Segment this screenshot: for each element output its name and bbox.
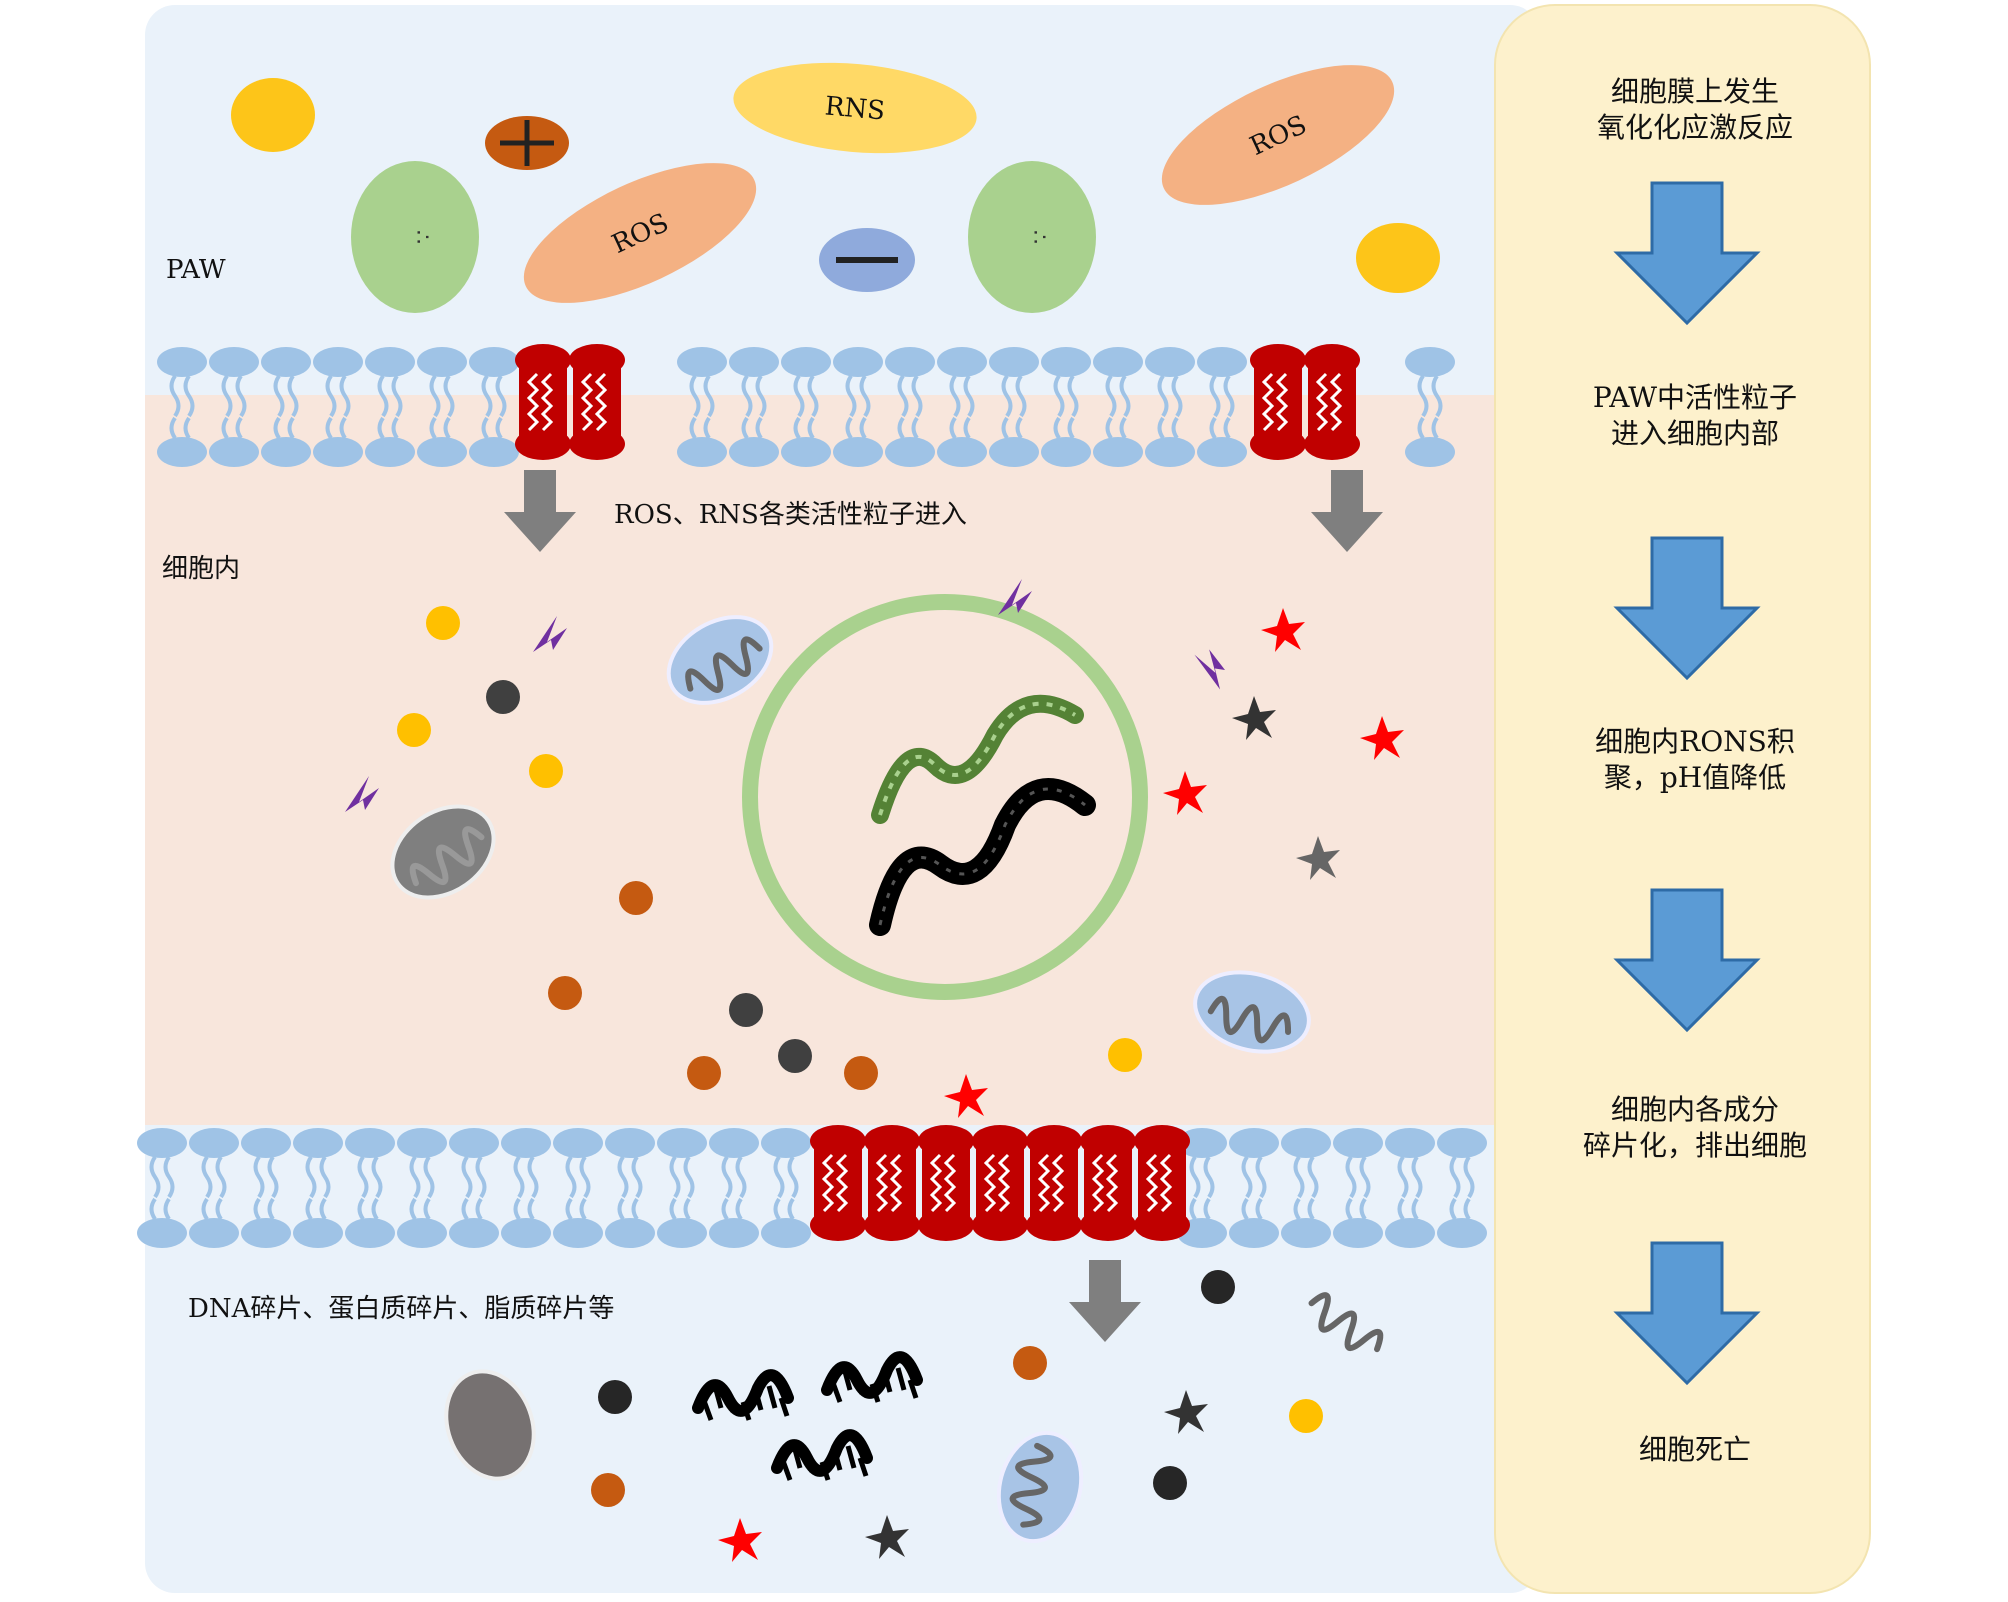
membrane-channel <box>513 342 573 462</box>
membrane-channel <box>1078 1123 1138 1243</box>
membrane-channel <box>1132 1123 1192 1243</box>
green-particle <box>968 161 1096 313</box>
step-1: 细胞膜上发生 氧化化应激反应 <box>1596 75 1793 144</box>
side-panel <box>1494 4 1871 1594</box>
fragments-label: DNA碎片、蛋白质碎片、脂质碎片等 <box>188 1294 615 1324</box>
intracellular-label: 细胞内 <box>162 554 241 584</box>
black-dna-strand <box>869 778 1096 936</box>
debris-mitochondrion <box>996 1430 1084 1544</box>
mitochondrion <box>666 615 774 705</box>
nucleus <box>742 594 1148 1000</box>
debris-mitochondrion <box>444 1369 536 1481</box>
membrane-channel <box>1248 342 1308 462</box>
entry-label: ROS、RNS各类活性粒子进入 <box>614 500 967 530</box>
step-5: 细胞死亡 <box>1638 1433 1751 1466</box>
membrane-channel <box>1302 342 1362 462</box>
membrane-channel <box>970 1123 1030 1243</box>
rns-label: RNS <box>824 91 887 126</box>
extracellular-dots <box>591 1270 1323 1507</box>
ros-particle <box>1161 65 1395 205</box>
membrane-channel <box>862 1123 922 1243</box>
paw-label: PAW <box>166 255 226 285</box>
green-particle-dots: ∴ <box>1026 230 1051 244</box>
mitochondrion <box>1193 970 1311 1054</box>
step-4: 细胞内各成分 碎片化，排出细胞 <box>1582 1093 1807 1162</box>
rns-particle <box>733 62 977 154</box>
green-particle-dots: ∴ <box>409 230 434 244</box>
membrane-channel <box>808 1123 868 1243</box>
yellow-particle <box>1356 223 1440 293</box>
step-3: 细胞内RONS积 聚，pH值降低 <box>1595 725 1795 794</box>
yellow-particle <box>231 78 315 152</box>
step-2: PAW中活性粒子 进入细胞内部 <box>1592 381 1798 450</box>
damaged-mitochondrion <box>390 804 496 900</box>
plus-icon <box>500 120 554 166</box>
green-dna-strand <box>871 694 1084 824</box>
membrane-channel <box>567 342 627 462</box>
membrane-channel <box>1024 1123 1084 1243</box>
ros-particle <box>523 163 757 303</box>
membrane-channel <box>916 1123 976 1243</box>
green-particle <box>351 161 479 313</box>
intracellular-dots <box>397 606 1142 1090</box>
